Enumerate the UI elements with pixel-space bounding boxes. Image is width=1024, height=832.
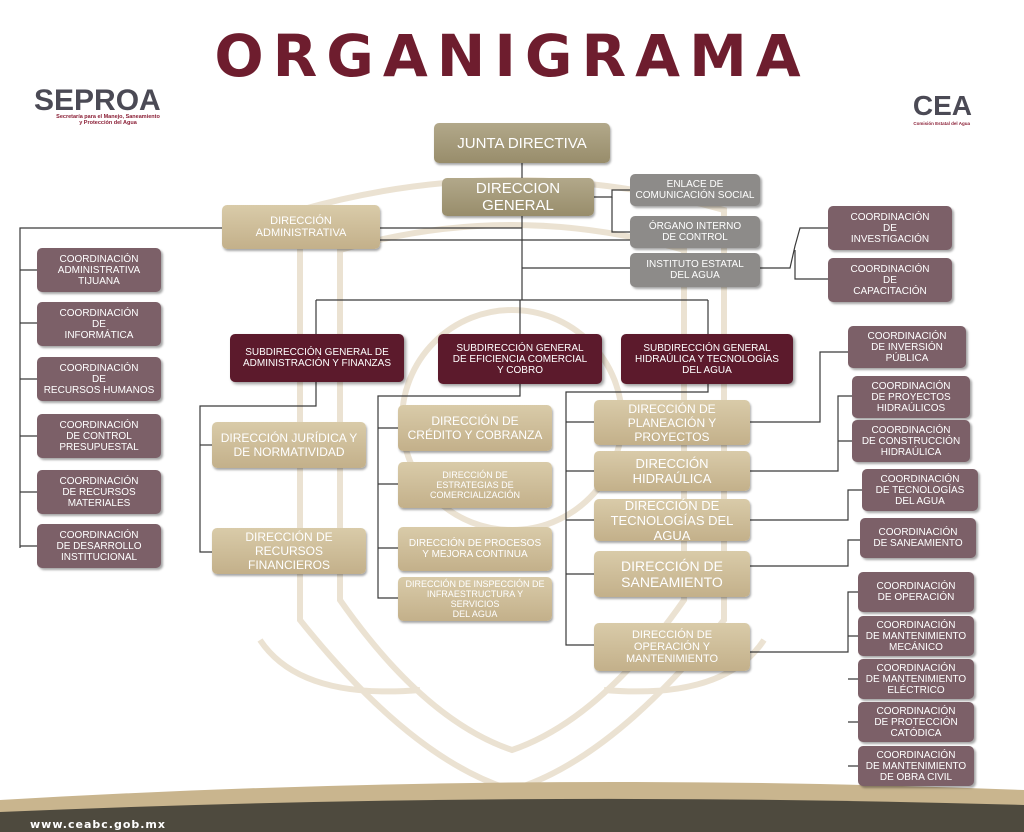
node-label: DIRECCIÓN DE OPERACIÓN Y MANTENIMIENTO (625, 629, 719, 665)
node-dir-juridica: DIRECCIÓN JURÍDICA Y DE NORMATIVIDAD (212, 422, 366, 468)
node-label: DIRECCIÓN DE SANEAMIENTO (621, 558, 723, 590)
node-label: COORDINACIÓN DE DESARROLLO INSTITUCIONAL (56, 529, 142, 563)
node-coord-tecnologias: COORDINACIÓN DE TECNOLOGÍAS DEL AGUA (862, 469, 978, 511)
node-label: COORDINACIÓN DE CAPACITACIÓN (850, 263, 930, 297)
seproa-logo-subtitle: Secretaría para el Manejo, Saneamiento y… (56, 114, 160, 126)
node-label: COORDINACIÓN DE INVERSIÓN PÚBLICA (867, 330, 947, 364)
node-direccion-general: DIRECCION GENERAL (442, 178, 594, 216)
node-dir-procesos: DIRECCIÓN DE PROCESOS Y MEJORA CONTINUA (398, 527, 552, 571)
node-label: DIRECCIÓN DE CRÉDITO Y COBRANZA (407, 414, 543, 442)
node-label: COORDINACIÓN DE RECURSOS MATERIALES (59, 475, 139, 509)
node-instituto-estatal: INSTITUTO ESTATAL DEL AGUA (630, 253, 760, 287)
node-label: ENLACE DE COMUNICACIÓN SOCIAL (635, 179, 755, 201)
node-label: COORDINACIÓN DE TECNOLOGÍAS DEL AGUA (875, 473, 965, 507)
node-coord-adm-tijuana: COORDINACIÓN ADMINISTRATIVA TIJUANA (37, 248, 161, 292)
node-sub-adm-finanzas: SUBDIRECCIÓN GENERAL DE ADMINISTRACIÓN Y… (230, 334, 404, 382)
node-coord-saneamiento: COORDINACIÓN DE SANEAMIENTO (860, 518, 976, 558)
cea-logo-subtitle: Comisión Estatal del Agua (913, 121, 970, 126)
node-label: COORDINACIÓN DE PROYECTOS HIDRAÚLICOS (871, 380, 951, 414)
node-coord-construccion: COORDINACIÓN DE CONSTRUCCIÓN HIDRAÚLICA (852, 420, 970, 462)
node-dir-estrategias: DIRECCIÓN DE ESTRATEGIAS DE COMERCIALIZA… (398, 462, 552, 508)
node-coord-investigacion: COORDINACIÓN DE INVESTIGACIÓN (828, 206, 952, 250)
node-label: SUBDIRECCIÓN GENERAL DE EFICIENCIA COMER… (452, 342, 588, 376)
node-dir-recursos-financieros: DIRECCIÓN DE RECURSOS FINANCIEROS (212, 528, 366, 574)
node-label: DIRECCIÓN DE TECNOLOGÍAS DEL AGUA (610, 497, 734, 543)
node-dir-tecnologias: DIRECCIÓN DE TECNOLOGÍAS DEL AGUA (594, 497, 750, 543)
node-coord-rh: COORDINACIÓN DE RECURSOS HUMANOS (37, 357, 161, 401)
connector-lines (19, 160, 862, 767)
node-label: COORDINACIÓN DE CONSTRUCCIÓN HIDRAÚLICA (861, 424, 961, 458)
node-label: COORDINACIÓN DE RECURSOS HUMANOS (43, 362, 155, 396)
node-sub-hidraulica: SUBDIRECCIÓN GENERAL HIDRAÚLICA Y TECNOL… (621, 334, 793, 384)
node-junta-directiva: JUNTA DIRECTIVA (434, 123, 610, 163)
node-coord-desarrollo: COORDINACIÓN DE DESARROLLO INSTITUCIONAL (37, 524, 161, 568)
node-label: DIRECCIÓN ADMINISTRATIVA (255, 215, 347, 239)
node-label: COORDINACIÓN DE MANTENIMIENTO ELÉCTRICO (865, 662, 967, 696)
node-coord-proteccion: COORDINACIÓN DE PROTECCIÓN CATÓDICA (858, 702, 974, 742)
page-title: ORGANIGRAMA (214, 22, 810, 90)
node-label: SUBDIRECCIÓN GENERAL DE ADMINISTRACIÓN Y… (243, 347, 391, 369)
node-coord-proyectos: COORDINACIÓN DE PROYECTOS HIDRAÚLICOS (852, 376, 970, 418)
node-label: DIRECCIÓN DE ESTRATEGIAS DE COMERCIALIZA… (429, 470, 520, 500)
node-label: COORDINACIÓN DE OPERACIÓN (876, 581, 956, 603)
node-dir-administrativa: DIRECCIÓN ADMINISTRATIVA (222, 205, 380, 249)
cea-logo: CEA (912, 90, 972, 121)
node-label: COORDINACIÓN DE SANEAMIENTO (873, 527, 963, 549)
node-coord-rm: COORDINACIÓN DE RECURSOS MATERIALES (37, 470, 161, 514)
node-label: COORDINACIÓN DE MANTENIMIENTO DE OBRA CI… (865, 749, 967, 783)
node-label: SUBDIRECCIÓN GENERAL HIDRAÚLICA Y TECNOL… (635, 342, 779, 376)
node-label: JUNTA DIRECTIVA (457, 134, 587, 152)
node-label: DIRECCIÓN HIDRAÚLICA (632, 456, 712, 486)
node-coord-control-presupuestal: COORDINACIÓN DE CONTROL PRESUPUESTAL (37, 414, 161, 458)
node-coord-operacion: COORDINACIÓN DE OPERACIÓN (858, 572, 974, 612)
node-label: COORDINACIÓN DE INVESTIGACIÓN (850, 211, 930, 245)
node-enlace-comunicacion: ENLACE DE COMUNICACIÓN SOCIAL (630, 174, 760, 206)
node-label: COORDINACIÓN DE INFORMÁTICA (59, 307, 139, 341)
node-coord-obra-civil: COORDINACIÓN DE MANTENIMIENTO DE OBRA CI… (858, 746, 974, 786)
node-dir-saneamiento: DIRECCIÓN DE SANEAMIENTO (594, 551, 750, 597)
node-coord-capacitacion: COORDINACIÓN DE CAPACITACIÓN (828, 258, 952, 302)
node-label: DIRECCIÓN DE RECURSOS FINANCIEROS (245, 530, 333, 572)
node-sub-eficiencia: SUBDIRECCIÓN GENERAL DE EFICIENCIA COMER… (438, 334, 602, 384)
node-dir-credito: DIRECCIÓN DE CRÉDITO Y COBRANZA (398, 405, 552, 451)
node-label: COORDINACIÓN ADMINISTRATIVA TIJUANA (57, 253, 141, 287)
footer-band (0, 782, 1024, 832)
node-coord-informatica: COORDINACIÓN DE INFORMÁTICA (37, 302, 161, 346)
node-dir-hidraulica: DIRECCIÓN HIDRAÚLICA (594, 451, 750, 491)
node-label: COORDINACIÓN DE MANTENIMIENTO MECÁNICO (865, 619, 967, 653)
node-label: INSTITUTO ESTATAL DEL AGUA (646, 259, 744, 281)
node-coord-mant-electrico: COORDINACIÓN DE MANTENIMIENTO ELÉCTRICO (858, 659, 974, 699)
node-label: ÓRGANO INTERNO DE CONTROL (648, 221, 742, 243)
seproa-logo: SEPROA (34, 84, 161, 117)
node-organo-interno: ÓRGANO INTERNO DE CONTROL (630, 216, 760, 248)
node-label: DIRECCIÓN DE PROCESOS Y MEJORA CONTINUA (408, 538, 542, 560)
node-label: DIRECCION GENERAL (475, 180, 561, 214)
node-coord-inversion: COORDINACIÓN DE INVERSIÓN PÚBLICA (848, 326, 966, 368)
node-label: DIRECCIÓN JURÍDICA Y DE NORMATIVIDAD (220, 431, 358, 459)
node-label: COORDINACIÓN DE PROTECCIÓN CATÓDICA (874, 705, 958, 739)
node-dir-planeacion: DIRECCIÓN DE PLANEACIÓN Y PROYECTOS (594, 400, 750, 445)
node-dir-operacion: DIRECCIÓN DE OPERACIÓN Y MANTENIMIENTO (594, 623, 750, 671)
node-coord-mant-mecanico: COORDINACIÓN DE MANTENIMIENTO MECÁNICO (858, 616, 974, 656)
node-label: COORDINACIÓN DE CONTROL PRESUPUESTAL (59, 419, 139, 453)
node-dir-inspeccion: DIRECCIÓN DE INSPECCIÓN DE INFRAESTRUCTU… (398, 577, 552, 621)
node-label: DIRECCIÓN DE PLANEACIÓN Y PROYECTOS (627, 401, 717, 444)
node-label: DIRECCIÓN DE INSPECCIÓN DE INFRAESTRUCTU… (405, 579, 545, 619)
footer-url: www.ceabc.gob.mx (30, 818, 166, 831)
